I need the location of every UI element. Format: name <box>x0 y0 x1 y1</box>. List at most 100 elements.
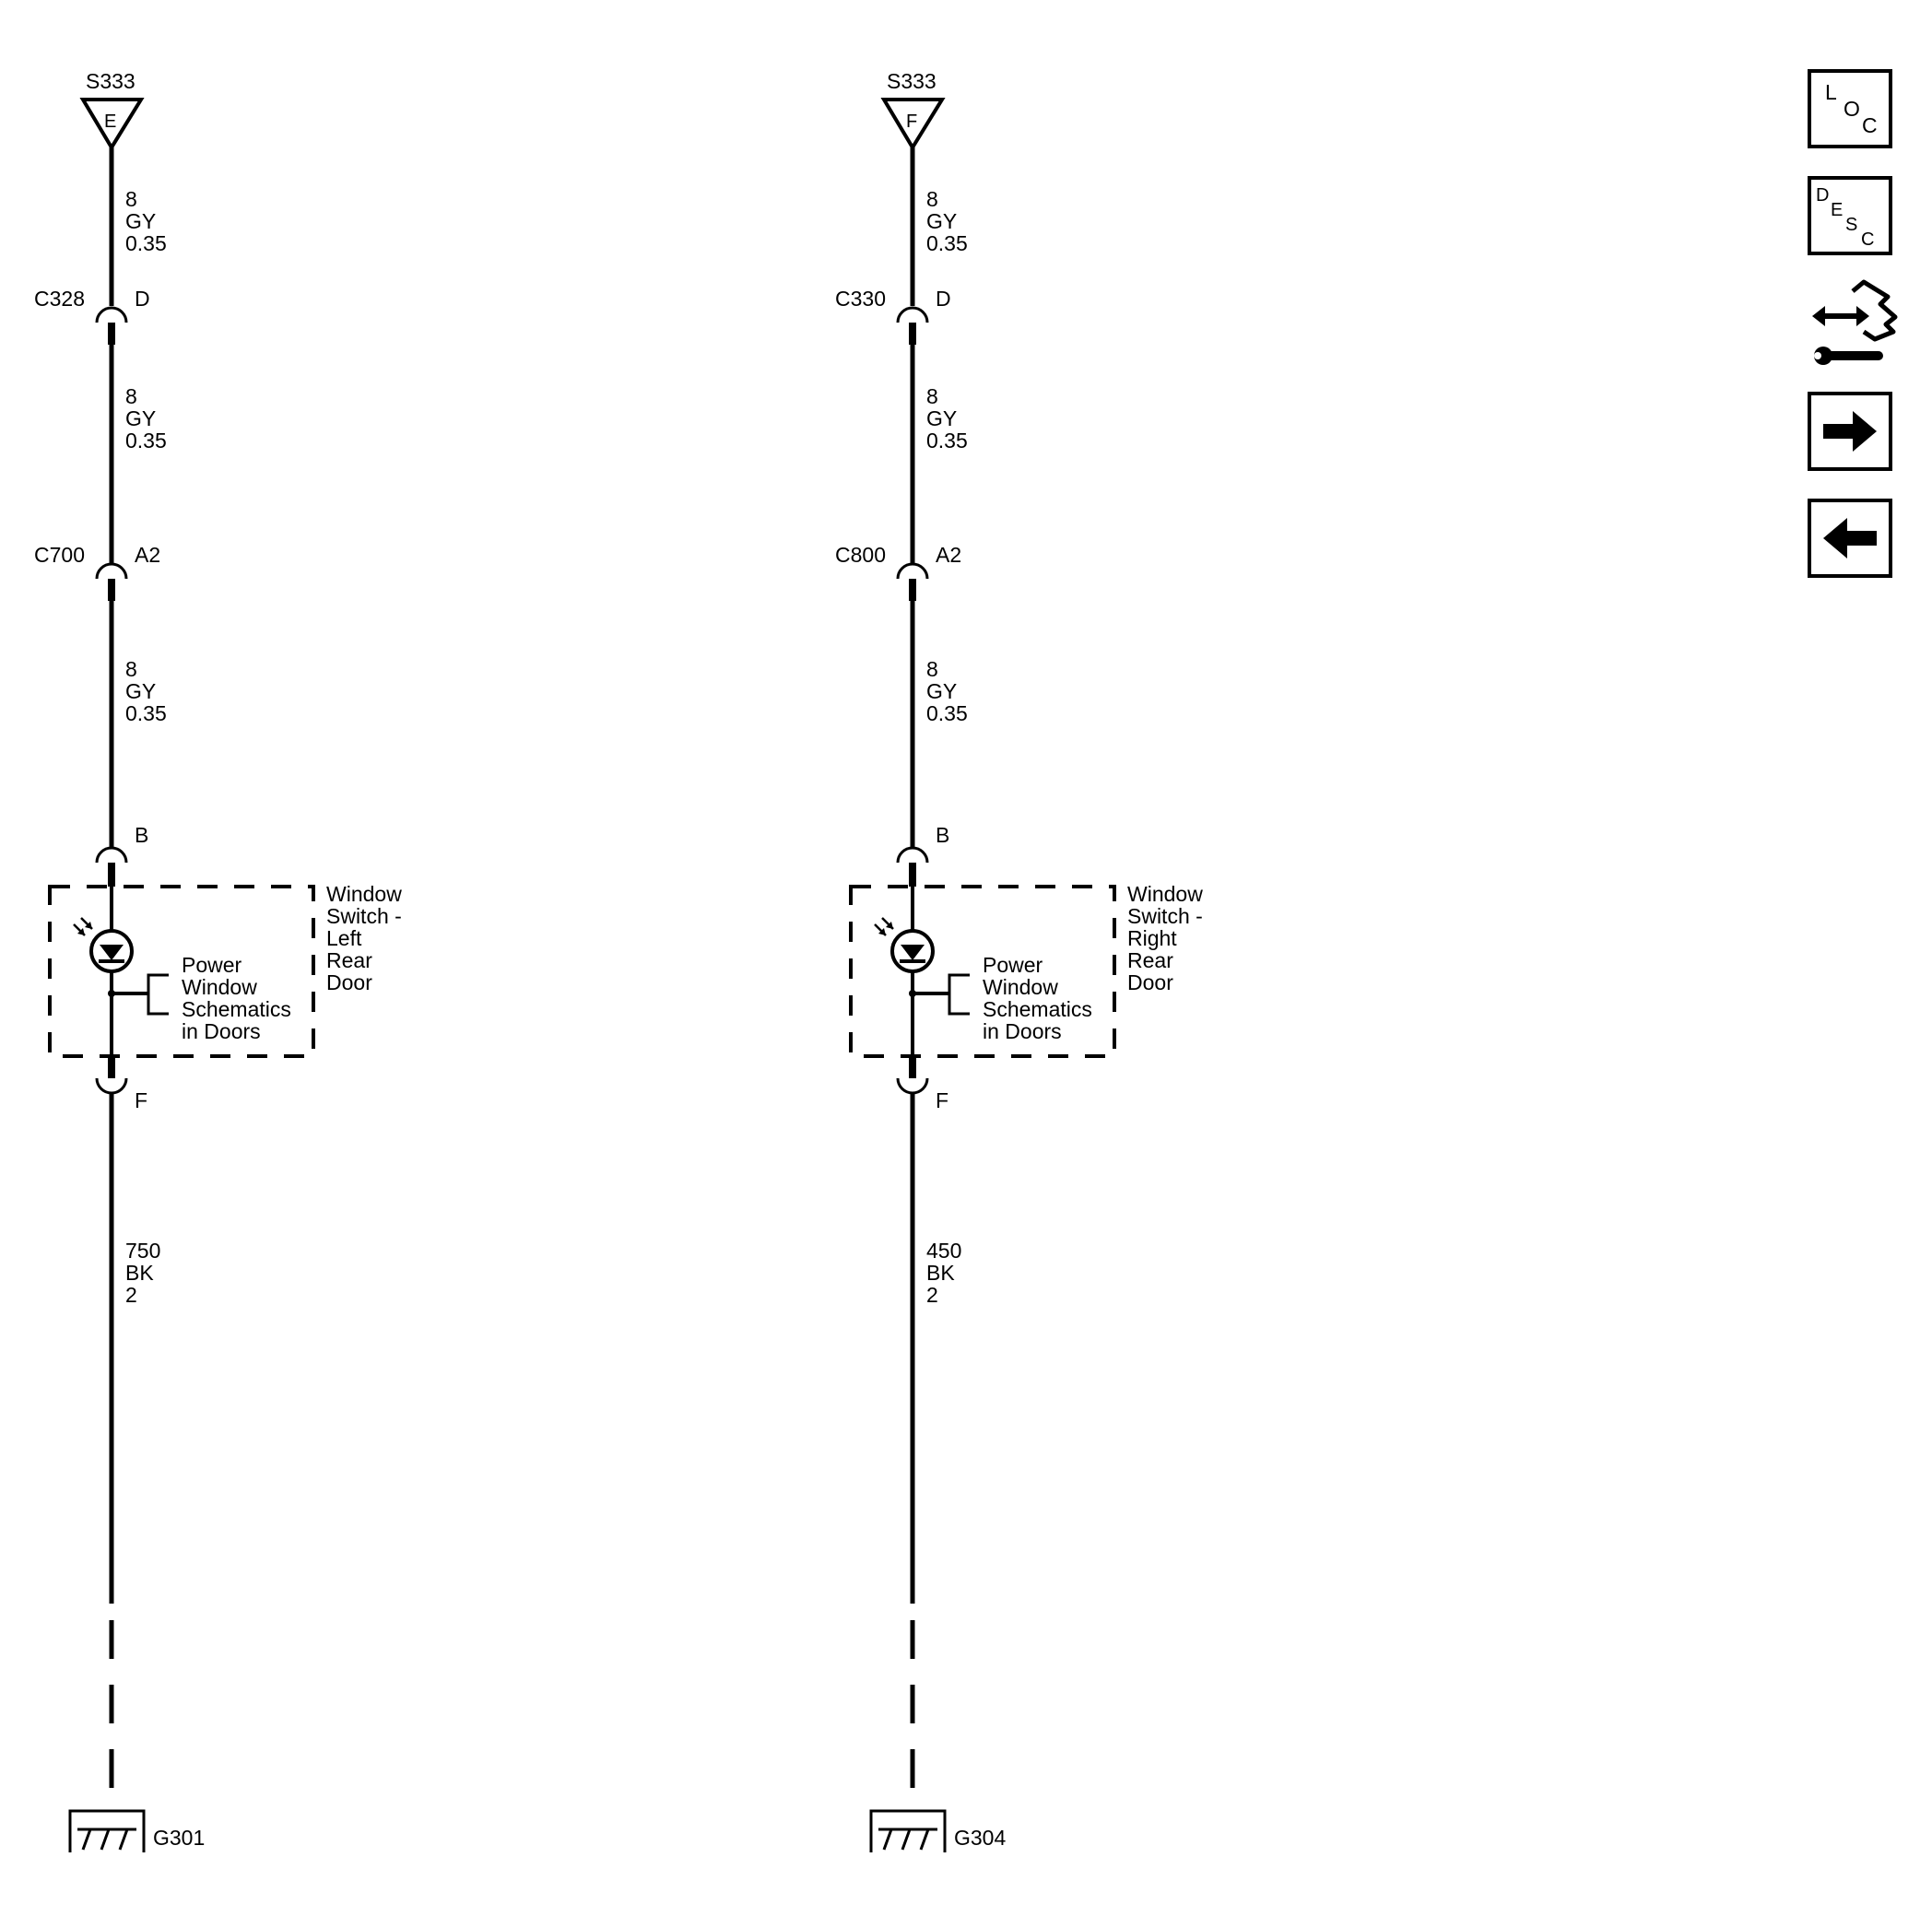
connector-female-arc <box>95 562 128 580</box>
reference-line: Schematics <box>983 997 1092 1021</box>
wire-size: 0.35 <box>926 429 968 453</box>
wire-color: GY <box>125 406 156 430</box>
connector-end-view-button[interactable] <box>1807 276 1898 369</box>
component-name-line: Right <box>1127 926 1177 950</box>
component-pin-f: F <box>95 1056 147 1112</box>
loc-letter: L <box>1825 80 1837 104</box>
left-arrow-icon <box>1823 518 1877 558</box>
ground-label: G301 <box>153 1826 205 1850</box>
wire-color: GY <box>926 209 957 233</box>
connector-male-pin <box>909 863 916 887</box>
reference-line: Schematics <box>182 997 291 1021</box>
component-outline <box>48 885 315 1058</box>
loc-button-frame[interactable] <box>1808 69 1892 148</box>
ground-g304: G304 <box>869 1809 1006 1852</box>
desc-letter: C <box>1861 229 1874 250</box>
desc-letter: E <box>1831 200 1843 220</box>
component-name-line: Rear <box>1127 948 1173 972</box>
connector-male-pin <box>108 1056 115 1078</box>
desc-letter: S <box>1845 215 1857 235</box>
component-pin-b: B <box>95 823 148 887</box>
component-name-line: Rear <box>326 948 372 972</box>
reference-text: Power Window Schematics in Doors <box>983 953 1092 1043</box>
wire-spec: 8 GY 0.35 <box>125 187 167 255</box>
wire-spec: 8 GY 0.35 <box>125 384 167 453</box>
component-name-line: Door <box>326 970 372 994</box>
component-pin-f: F <box>896 1056 948 1112</box>
connector-pin: A2 <box>135 543 160 567</box>
connector-name: C328 <box>34 287 85 311</box>
wire-size: 0.35 <box>125 701 167 725</box>
wire-spec: 8 GY 0.35 <box>926 187 968 255</box>
connector-wrench-icon <box>1812 279 1898 365</box>
connector-female-arc <box>95 306 128 323</box>
wire-circuit-number: 750 <box>125 1239 160 1263</box>
connector-c328: C328 D <box>34 287 150 345</box>
reference-line: in Doors <box>983 1019 1062 1043</box>
wire-circuit-number: 450 <box>926 1239 961 1263</box>
connector-male-pin <box>108 323 115 345</box>
splice-s333-f: S333 F <box>880 69 946 151</box>
component-name-line: Left <box>326 926 362 950</box>
wire-color: GY <box>926 406 957 430</box>
wire-color: GY <box>926 679 957 703</box>
ground-icon <box>869 1809 947 1852</box>
wire-size: 0.35 <box>125 429 167 453</box>
wire-spec: 750 BK 2 <box>125 1239 160 1307</box>
desc-button[interactable]: D E S C <box>1808 176 1892 255</box>
wire-spec: 8 GY 0.35 <box>926 384 968 453</box>
component-name-line: Switch - <box>326 904 402 928</box>
component-name-line: Switch - <box>1127 904 1203 928</box>
loc-button[interactable]: L O C <box>1808 69 1892 148</box>
wire-color: BK <box>125 1261 154 1285</box>
wire-color: BK <box>926 1261 955 1285</box>
connector-female-arc <box>95 1077 128 1095</box>
component-pin-b: B <box>896 823 949 887</box>
desc-button-frame[interactable] <box>1808 176 1892 255</box>
reference-line: Window <box>182 975 257 999</box>
ground-label: G304 <box>954 1826 1006 1850</box>
splice-label: S333 <box>86 69 135 93</box>
window-switch-right-rear-door: Power Window Schematics in Doors Window … <box>849 882 1203 1058</box>
wire-circuit-number: 8 <box>125 187 137 211</box>
splice-letter: F <box>906 112 917 132</box>
connector-male-pin <box>909 323 916 345</box>
connector-pin: D <box>135 287 150 311</box>
nav-toolbar: L O C D E S C <box>1807 69 1898 578</box>
pin-label: F <box>135 1088 147 1112</box>
wire-circuit-number: 8 <box>125 384 137 408</box>
wire-circuit-number: 8 <box>926 657 938 681</box>
next-page-button[interactable] <box>1808 392 1892 471</box>
connector-female-arc <box>896 306 929 323</box>
reference-text: Power Window Schematics in Doors <box>182 953 291 1043</box>
connector-female-arc <box>896 1077 929 1095</box>
connector-pin: A2 <box>936 543 961 567</box>
wire-spec: 8 GY 0.35 <box>926 657 968 725</box>
splice-triangle <box>79 98 145 151</box>
connector-male-pin <box>909 579 916 601</box>
circuit-right-rear-door: S333 F 8 GY 0.35 C330 D 8 GY 0.35 C800 A… <box>835 69 1203 1852</box>
wire-size: 2 <box>926 1283 938 1307</box>
connector-male-pin <box>108 579 115 601</box>
loc-letter: C <box>1862 113 1878 137</box>
component-name: Window Switch - Left Rear Door <box>326 882 402 994</box>
circuit-left-rear-door: S333 E 8 GY 0.35 C328 D 8 GY 0.35 C700 <box>34 69 402 1852</box>
wire-size: 2 <box>125 1283 137 1307</box>
connector-male-pin <box>108 863 115 887</box>
window-switch-left-rear-door: Power Window Schematics in Doors Window … <box>48 882 402 1058</box>
wire-circuit-number: 8 <box>125 657 137 681</box>
previous-page-button[interactable] <box>1808 499 1892 578</box>
connector-male-pin <box>909 1056 916 1078</box>
connector-c330: C330 D <box>835 287 951 345</box>
component-name-line: Window <box>1127 882 1203 906</box>
component-outline <box>849 885 1116 1058</box>
component-name-line: Door <box>1127 970 1173 994</box>
wire-size: 0.35 <box>125 231 167 255</box>
reference-line: in Doors <box>182 1019 261 1043</box>
wire-size: 0.35 <box>926 701 968 725</box>
loc-letter: O <box>1844 97 1860 121</box>
reference-bracket <box>948 973 970 1016</box>
wire-color: GY <box>125 679 156 703</box>
pin-label: B <box>135 823 148 847</box>
